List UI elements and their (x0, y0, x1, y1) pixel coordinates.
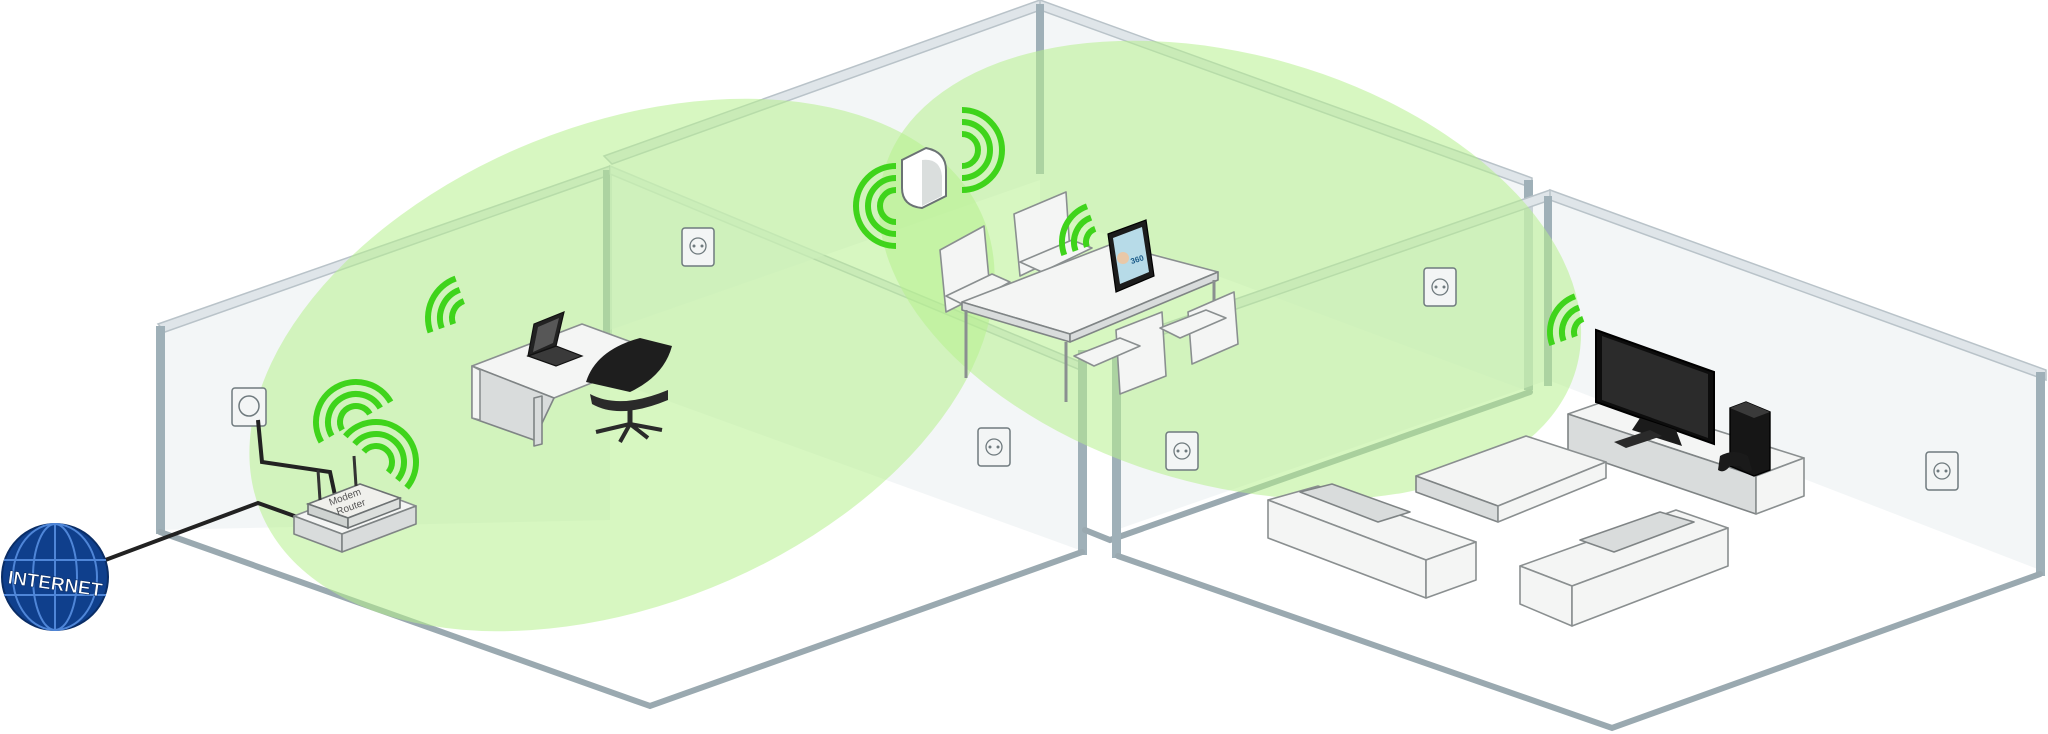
internet-cable (99, 500, 301, 564)
internet-globe-icon: INTERNET (1, 523, 109, 631)
wall-socket (681, 227, 715, 267)
wifi-signal-icon (961, 107, 1005, 193)
tablet-screen-text: 360 (1129, 253, 1145, 266)
wifi-extender-icon (901, 146, 947, 210)
television-icon (1595, 328, 1715, 446)
tablet-icon: 360 (1107, 219, 1155, 293)
laptop-icon (526, 311, 584, 367)
left-room-corner-post (156, 326, 165, 534)
game-controller-icon (1718, 452, 1752, 472)
dvd-player-icon (1614, 430, 1662, 448)
wifi-signal-icon (343, 419, 419, 490)
dining-chair (1073, 311, 1167, 395)
wall-socket (1925, 451, 1959, 491)
left-room-front-post (1078, 350, 1087, 555)
sofa (1267, 483, 1477, 599)
dining-chair (939, 225, 1011, 313)
office-chair-icon (586, 338, 672, 443)
wifi-signal-icon (425, 275, 466, 334)
power-cable (256, 419, 338, 501)
wifi-signal-icon (853, 163, 897, 249)
extender-coverage-area (878, 40, 1582, 500)
dining-table (961, 243, 1219, 402)
wall-socket (231, 387, 267, 427)
left-room-floor-edge (157, 529, 1085, 710)
wifi-signal-icon (1059, 203, 1097, 257)
wifi-signal-icon (1547, 293, 1585, 347)
right-room-corner-post (2036, 372, 2045, 576)
dining-chair (1013, 191, 1093, 277)
right-room-floor-edge (1115, 553, 2043, 732)
sofa (1519, 509, 1729, 627)
wifi-signal-icon (313, 379, 394, 444)
modem-router-icon: Modem Router (305, 455, 403, 530)
dining-chair (1159, 291, 1239, 365)
wall-socket (1423, 267, 1457, 307)
wall-socket (1165, 431, 1199, 471)
right-room-right-wall (1548, 196, 2040, 570)
wall-socket (977, 427, 1011, 467)
coffee-table (1415, 435, 1607, 523)
